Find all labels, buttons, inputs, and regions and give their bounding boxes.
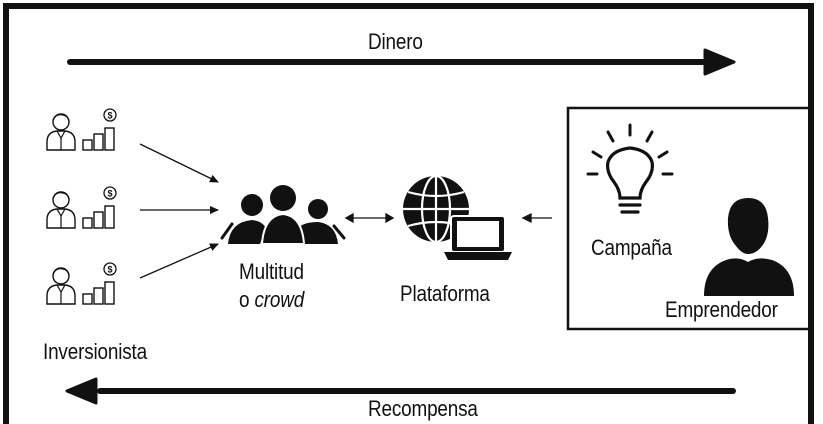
investor-label: Inversionista (43, 339, 147, 364)
investor-with-growth-chart-icon (46, 262, 117, 305)
reward-flow-label: Recompensa (368, 396, 478, 421)
entrepreneur-box (566, 106, 812, 331)
investor-with-growth-chart-icon (46, 108, 117, 151)
person-silhouette-icon (704, 198, 794, 296)
entrepreneur-to-platform-arrow (521, 212, 552, 224)
campaign-label: Campaña (591, 235, 672, 260)
crowd-label-italic: crowd (254, 287, 305, 312)
investor-with-growth-chart-icon (46, 186, 117, 229)
investor-to-crowd-arrows (139, 143, 219, 279)
crowd-label-line2: o crowd (239, 288, 304, 312)
globe-with-laptop-icon (403, 174, 512, 260)
entrepreneur-label: Emprendedor (665, 297, 778, 322)
crowd-platform-double-arrow (344, 212, 395, 224)
platform-label: Plataforma (400, 281, 490, 306)
reward-flow-arrow (65, 377, 736, 405)
group-of-people-icon (220, 185, 346, 245)
lightbulb-idea-icon (586, 123, 674, 214)
money-flow-arrow (67, 48, 736, 76)
crowd-label-prefix: o (239, 287, 255, 312)
crowd-label-line1: Multitud (239, 259, 304, 284)
money-flow-label: Dinero (368, 29, 423, 54)
